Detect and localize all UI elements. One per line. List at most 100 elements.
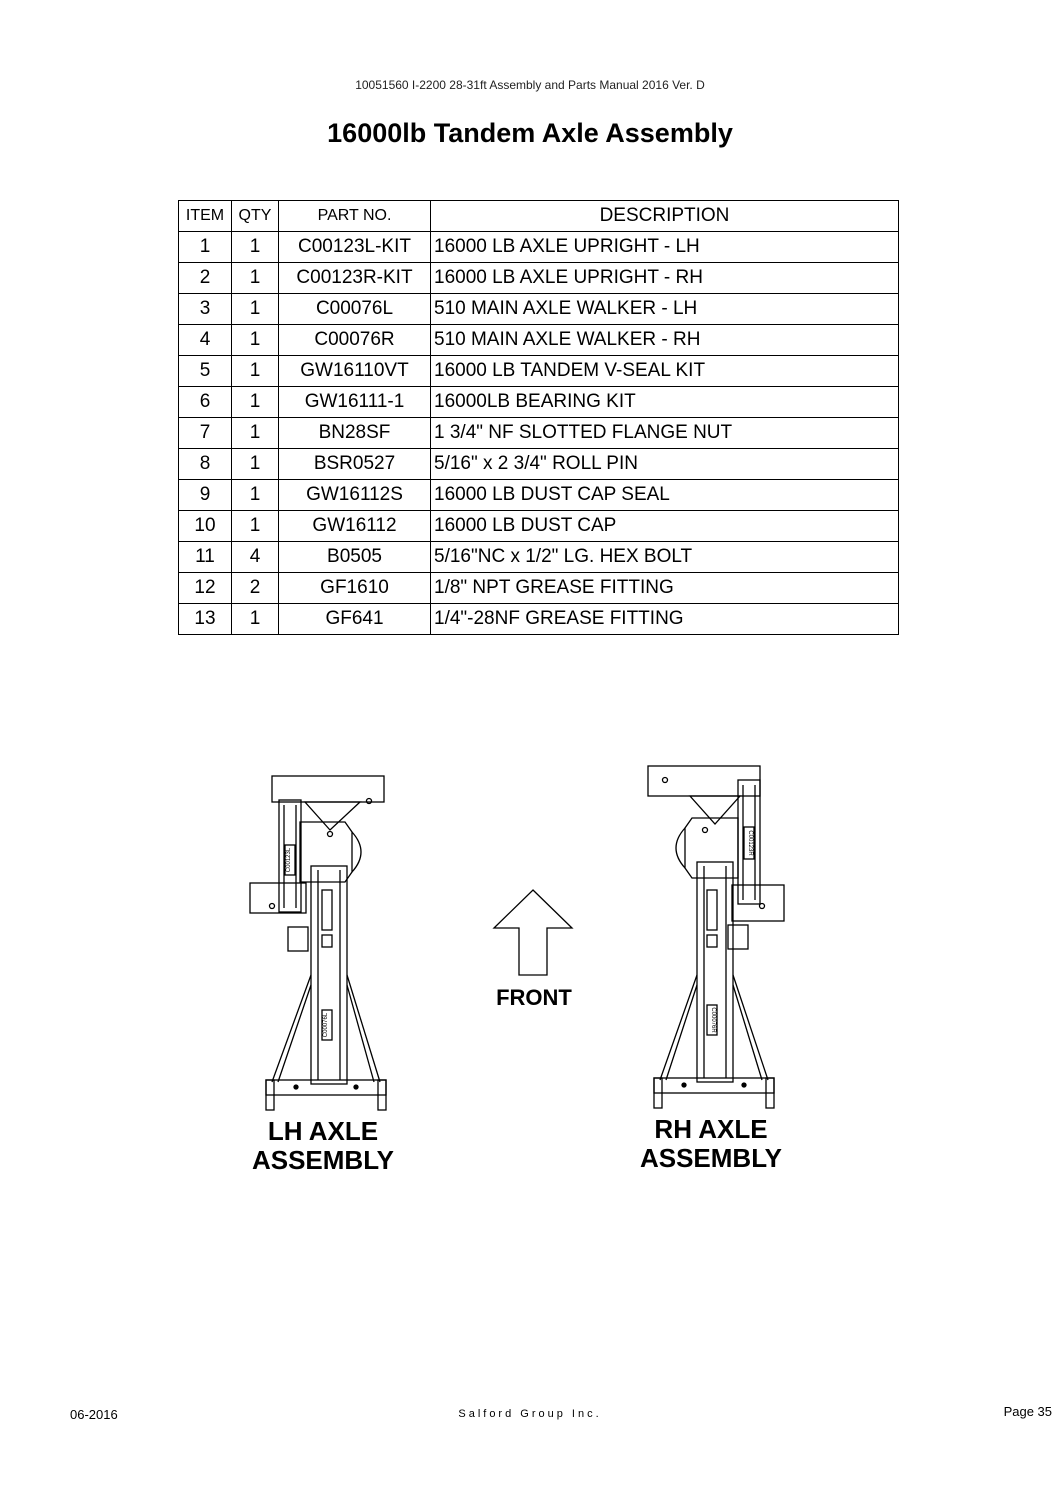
page-title: 16000lb Tandem Axle Assembly (327, 118, 733, 148)
item-cell: 12 (178, 572, 232, 604)
description-cell: 5/16" x 2 3/4" ROLL PIN (430, 448, 899, 480)
lh-axle-label: LH AXLE ASSEMBLY (203, 1117, 443, 1175)
part-number-cell: GW16111-1 (278, 386, 431, 418)
rh-crossbar (653, 1077, 775, 1094)
front-arrow-icon (492, 889, 574, 976)
lh-gusset (303, 801, 362, 831)
rh-clamp (727, 924, 749, 950)
rh-hub (684, 817, 739, 879)
description-cell: 510 MAIN AXLE WALKER - RH (430, 324, 899, 356)
lh-axle-label-line1: LH AXLE (267, 1116, 379, 1146)
qty-cell: 1 (231, 448, 279, 480)
rh-upright-stencil-box (743, 826, 755, 860)
part-number-cell: GW16112S (278, 479, 431, 511)
column-header-description: DESCRIPTION (430, 200, 899, 232)
item-cell: 7 (178, 417, 232, 449)
qty-cell: 1 (231, 479, 279, 511)
lh-upright (278, 799, 302, 913)
front-label: FRONT (496, 985, 572, 1010)
lh-side-plate (249, 882, 307, 914)
part-number-cell: BSR0527 (278, 448, 431, 480)
rh-gusset (688, 795, 742, 825)
qty-cell: 1 (231, 355, 279, 387)
lh-walker-arm (310, 865, 348, 1085)
part-number-cell: C00076L (278, 293, 431, 325)
description-cell: 16000 LB DUST CAP SEAL (430, 479, 899, 511)
column-header-qty: QTY (231, 200, 279, 232)
column-header-item: ITEM (178, 200, 232, 232)
part-number-cell: C00076R (278, 324, 431, 356)
description-cell: 16000 LB DUST CAP (430, 510, 899, 542)
qty-cell: 1 (231, 386, 279, 418)
item-cell: 4 (178, 324, 232, 356)
rh-walker-arm (696, 861, 734, 1083)
lh-walker-stencil: C00076L (323, 1012, 329, 1037)
item-cell: 8 (178, 448, 232, 480)
description-cell: 1 3/4" NF SLOTTED FLANGE NUT (430, 417, 899, 449)
lh-top-bracket (271, 775, 385, 803)
qty-cell: 1 (231, 293, 279, 325)
lh-axle-label-line2: ASSEMBLY (251, 1145, 395, 1175)
description-cell: 5/16"NC x 1/2" LG. HEX BOLT (430, 541, 899, 573)
lh-upright-stencil-box (284, 844, 296, 876)
item-cell: 11 (178, 541, 232, 573)
rh-walker-stencil-box (706, 1004, 718, 1036)
footer-company: Salford Group Inc. (458, 1408, 602, 1420)
qty-cell: 4 (231, 541, 279, 573)
qty-cell: 1 (231, 231, 279, 263)
rh-brace (732, 974, 769, 1081)
axle-assembly-drawing: C00123L C00076L (249, 765, 785, 1111)
item-cell: 13 (178, 603, 232, 635)
item-cell: 5 (178, 355, 232, 387)
document-reference: 10051560 I-2200 28-31ft Assembly and Par… (355, 78, 705, 92)
rh-bolt-hole (701, 826, 709, 834)
part-number-cell: C00123R-KIT (278, 262, 431, 294)
description-cell: 16000 LB AXLE UPRIGHT - LH (430, 231, 899, 263)
rh-side-plate (731, 884, 785, 922)
description-cell: 16000LB BEARING KIT (430, 386, 899, 418)
description-cell: 1/4"-28NF GREASE FITTING (430, 603, 899, 635)
item-cell: 9 (178, 479, 232, 511)
lh-dust-cap (351, 831, 362, 873)
rh-upright-stencil: C00123R (747, 830, 753, 856)
table-header-row: ITEM QTY PART NO. DESCRIPTION (178, 200, 899, 232)
part-number-cell: GW16110VT (278, 355, 431, 387)
lh-bolt-hole (365, 797, 373, 805)
qty-cell: 1 (231, 417, 279, 449)
lh-brace (346, 974, 381, 1083)
item-cell: 6 (178, 386, 232, 418)
lh-walker-stencil-box (321, 1009, 333, 1041)
qty-cell: 1 (231, 510, 279, 542)
lh-crossbar (265, 1079, 387, 1096)
description-cell: 16000 LB AXLE UPRIGHT - RH (430, 262, 899, 294)
rh-walker-stencil: C00076R (710, 1007, 716, 1033)
lh-bolt-hole (326, 830, 334, 838)
part-number-cell: BN28SF (278, 417, 431, 449)
rh-brace (659, 974, 698, 1081)
rh-axle-label-line2: ASSEMBLY (639, 1143, 783, 1173)
item-cell: 1 (178, 231, 232, 263)
qty-cell: 1 (231, 324, 279, 356)
item-cell: 2 (178, 262, 232, 294)
part-number-cell: GW16112 (278, 510, 431, 542)
rh-bolt-hole (661, 776, 669, 784)
rh-axle-drawing: C00123R C00076R (647, 765, 785, 1109)
lh-axle-drawing: C00123L C00076L (249, 775, 387, 1111)
part-number-cell: GF641 (278, 603, 431, 635)
description-cell: 16000 LB TANDEM V-SEAL KIT (430, 355, 899, 387)
item-cell: 3 (178, 293, 232, 325)
qty-cell: 1 (231, 262, 279, 294)
part-number-cell: B0505 (278, 541, 431, 573)
lh-brace (271, 974, 312, 1083)
part-number-cell: C00123L-KIT (278, 231, 431, 263)
